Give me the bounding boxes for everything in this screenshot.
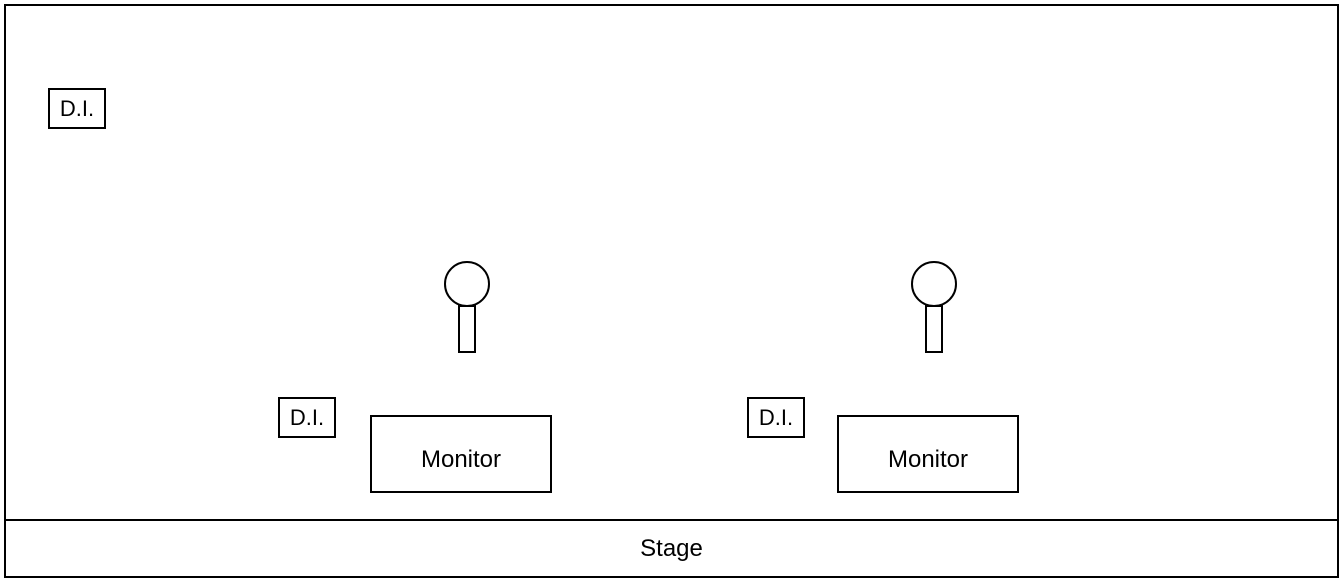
di-box-right: D.I. <box>747 397 805 438</box>
stage-label: Stage <box>4 519 1339 578</box>
monitor-right: Monitor <box>837 415 1019 493</box>
microphone-icon <box>444 261 490 353</box>
di-box-left: D.I. <box>278 397 336 438</box>
monitor-left: Monitor <box>370 415 552 493</box>
microphone-icon <box>911 261 957 353</box>
stage-area <box>4 4 1339 521</box>
di-box-top-left: D.I. <box>48 88 106 129</box>
